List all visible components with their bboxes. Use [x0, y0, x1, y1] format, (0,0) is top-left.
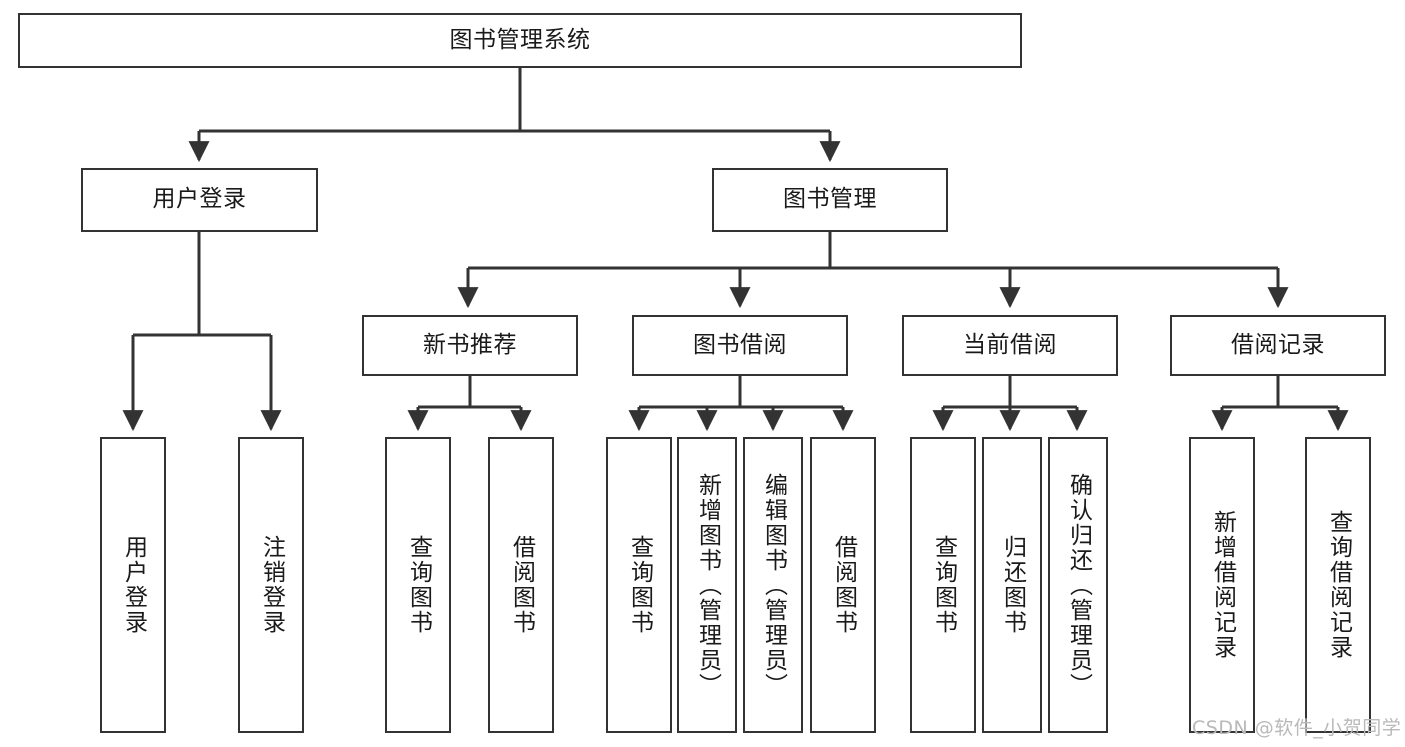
- node-leaf-borrow-book-1[interactable]: 借阅图书: [488, 437, 554, 733]
- node-root[interactable]: 图书管理系统: [18, 13, 1022, 68]
- node-leaf-user-logout-label: 注销登录: [258, 535, 285, 635]
- node-book-management-label: 图书管理: [783, 186, 877, 213]
- node-leaf-query-record[interactable]: 查询借阅记录: [1305, 437, 1371, 733]
- node-leaf-edit-book[interactable]: 编辑图书（管理员）: [743, 437, 803, 733]
- node-leaf-borrow-book-2-label: 借阅图书: [830, 535, 857, 635]
- node-leaf-confirm-return-label: 确认归还（管理员）: [1065, 472, 1092, 698]
- node-leaf-add-record[interactable]: 新增借阅记录: [1189, 437, 1255, 733]
- node-borrow-record[interactable]: 借阅记录: [1170, 315, 1386, 376]
- node-current-borrow-label: 当前借阅: [963, 331, 1057, 358]
- node-leaf-user-logout[interactable]: 注销登录: [238, 437, 304, 733]
- node-leaf-add-book[interactable]: 新增图书（管理员）: [677, 437, 737, 733]
- node-leaf-query-book-2[interactable]: 查询图书: [606, 437, 672, 733]
- node-current-borrow[interactable]: 当前借阅: [902, 315, 1118, 376]
- node-leaf-query-book-2-label: 查询图书: [626, 535, 653, 635]
- node-leaf-edit-book-label: 编辑图书（管理员）: [760, 472, 787, 698]
- node-new-book-recommend[interactable]: 新书推荐: [362, 315, 578, 376]
- node-leaf-query-record-label: 查询借阅记录: [1325, 510, 1352, 660]
- node-leaf-borrow-book-1-label: 借阅图书: [508, 535, 535, 635]
- node-user-login-label: 用户登录: [152, 186, 247, 213]
- csdn-watermark: CSDN @软件_小贺同学: [1192, 717, 1402, 739]
- node-new-book-recommend-label: 新书推荐: [423, 331, 517, 358]
- node-book-management[interactable]: 图书管理: [712, 168, 948, 232]
- node-leaf-confirm-return[interactable]: 确认归还（管理员）: [1048, 437, 1108, 733]
- node-leaf-query-book-3[interactable]: 查询图书: [910, 437, 976, 733]
- node-book-borrow-label: 图书借阅: [693, 331, 787, 358]
- node-leaf-return-book[interactable]: 归还图书: [982, 437, 1042, 733]
- node-leaf-user-login-label: 用户登录: [120, 535, 147, 635]
- node-user-login[interactable]: 用户登录: [81, 168, 318, 232]
- node-leaf-add-book-label: 新增图书（管理员）: [694, 472, 721, 698]
- node-borrow-record-label: 借阅记录: [1231, 331, 1325, 358]
- node-book-borrow[interactable]: 图书借阅: [632, 315, 848, 376]
- node-leaf-query-book-1-label: 查询图书: [405, 535, 432, 635]
- node-leaf-add-record-label: 新增借阅记录: [1209, 510, 1236, 660]
- node-leaf-query-book-3-label: 查询图书: [930, 535, 957, 635]
- node-leaf-query-book-1[interactable]: 查询图书: [385, 437, 451, 733]
- node-leaf-return-book-label: 归还图书: [999, 535, 1026, 635]
- node-leaf-borrow-book-2[interactable]: 借阅图书: [810, 437, 876, 733]
- node-leaf-user-login[interactable]: 用户登录: [100, 437, 166, 733]
- node-root-label: 图书管理系统: [449, 26, 591, 53]
